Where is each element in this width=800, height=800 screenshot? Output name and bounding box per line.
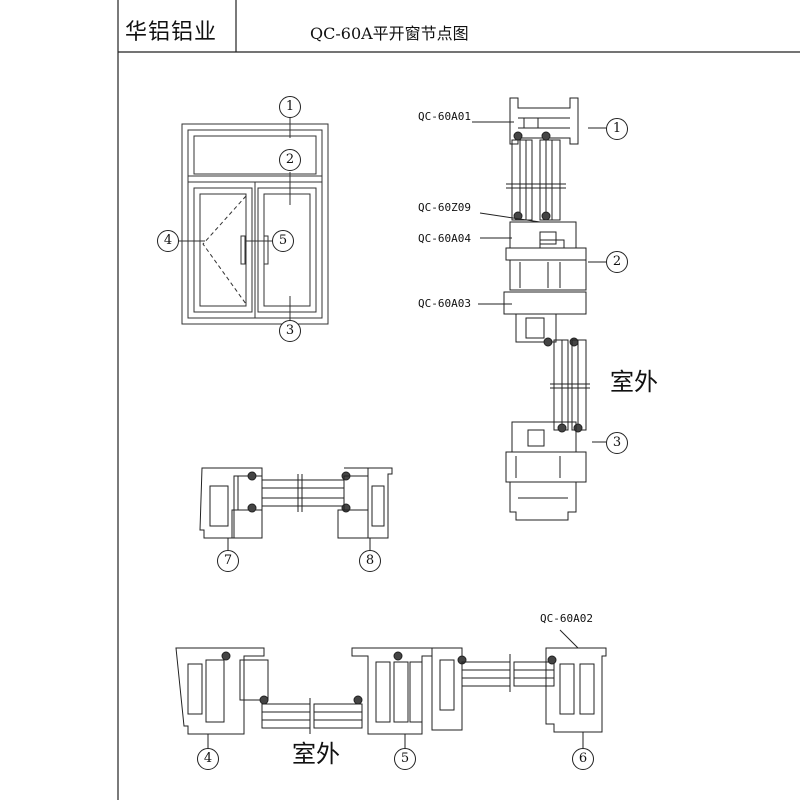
- company-name: 华铝铝业: [125, 20, 218, 45]
- marker-section-8: 8: [359, 550, 381, 572]
- marker-elevation-4: 4: [157, 230, 179, 252]
- marker-elevation-2: 2: [279, 149, 301, 171]
- marker-section-2: 2: [606, 251, 628, 273]
- vertical-section: [472, 97, 606, 521]
- marker-section-6: 6: [572, 748, 594, 770]
- marker-elevation-3: 3: [279, 320, 301, 342]
- label-qc-60a03: QC-60A03: [418, 297, 471, 310]
- window-elevation: [178, 112, 329, 325]
- label-qc-60a04: QC-60A04: [418, 232, 471, 245]
- marker-elevation-5: 5: [272, 230, 294, 252]
- horizontal-section-7-8: [199, 467, 393, 552]
- marker-section-7: 7: [217, 550, 239, 572]
- label-qc-60a02: QC-60A02: [540, 612, 593, 625]
- marker-section-1: 1: [606, 118, 628, 140]
- outside-label-vertical: 室外: [610, 368, 658, 396]
- label-qc-60z09: QC-60Z09: [418, 201, 471, 214]
- marker-section-3: 3: [606, 432, 628, 454]
- label-qc-60a01: QC-60A01: [418, 110, 471, 123]
- marker-section-5: 5: [394, 748, 416, 770]
- marker-section-4: 4: [197, 748, 219, 770]
- marker-elevation-1: 1: [279, 96, 301, 118]
- horizontal-section-4-5-6: [175, 629, 607, 748]
- outside-label-horizontal: 室外: [292, 740, 340, 768]
- title-block: [117, 0, 800, 800]
- drawing-title: QC-60A平开窗节点图: [310, 24, 469, 43]
